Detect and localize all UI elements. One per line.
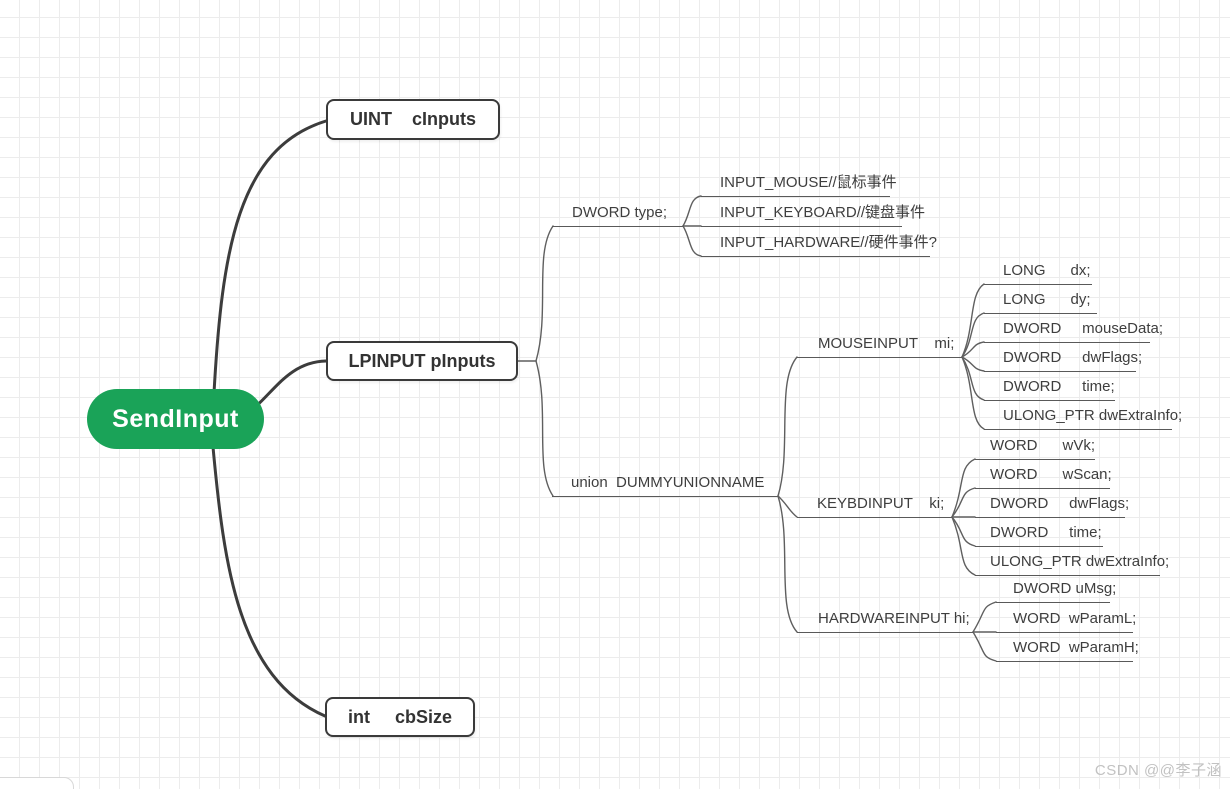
node-field-mi-dwextrainfo[interactable]: ULONG_PTR dwExtraInfo;: [984, 405, 1182, 430]
branch-union-mi: [777, 356, 798, 497]
branch-union-hi: [777, 495, 798, 633]
node-pinputs[interactable]: LPINPUT pInputs: [326, 341, 518, 381]
node-keybdinput[interactable]: KEYBDINPUT ki;: [797, 493, 952, 518]
node-input-hardware[interactable]: INPUT_HARDWARE//硬件事件?: [701, 232, 937, 257]
node-type[interactable]: DWORD type;: [552, 202, 683, 227]
node-input-mouse[interactable]: INPUT_MOUSE//鼠标事件: [701, 172, 897, 197]
node-field-mi-dwflags[interactable]: DWORD dwFlags;: [984, 347, 1142, 372]
node-field-ki-time[interactable]: DWORD time;: [975, 522, 1103, 547]
node-input-keyboard[interactable]: INPUT_KEYBOARD//键盘事件: [701, 202, 925, 227]
root-node-sendinput[interactable]: SendInput: [87, 389, 264, 449]
node-union[interactable]: union DUMMYUNIONNAME: [552, 472, 778, 497]
node-field-ki-wvk[interactable]: WORD wVk;: [975, 435, 1095, 460]
branch-type-mouse: [682, 195, 702, 227]
node-mouseinput[interactable]: MOUSEINPUT mi;: [797, 333, 962, 358]
minimized-panel-corner[interactable]: [0, 777, 74, 789]
node-field-ki-dwextrainfo[interactable]: ULONG_PTR dwExtraInfo;: [975, 551, 1169, 576]
branch-pinputs-type: [535, 225, 554, 362]
node-field-mi-dy[interactable]: LONG dy;: [984, 289, 1097, 314]
branch-union-ki: [777, 495, 798, 518]
node-field-ki-wscan[interactable]: WORD wScan;: [975, 464, 1112, 489]
branch-root-cinputs: [212, 119, 328, 395]
node-hardwareinput[interactable]: HARDWAREINPUT hi;: [797, 608, 973, 633]
node-field-ki-dwflags[interactable]: DWORD dwFlags;: [975, 493, 1129, 518]
node-cbsize[interactable]: int cbSize: [325, 697, 475, 737]
watermark: CSDN @@李子涵: [1094, 762, 1222, 779]
node-field-hi-wparaml[interactable]: WORD wParamL;: [996, 608, 1136, 633]
branch-pinputs-union: [535, 360, 554, 497]
node-field-hi-umsg[interactable]: DWORD uMsg;: [996, 578, 1116, 603]
node-field-mi-time[interactable]: DWORD time;: [984, 376, 1115, 401]
branch-root-cbsize: [211, 445, 327, 718]
node-field-mi-dx[interactable]: LONG dx;: [984, 260, 1092, 285]
node-field-mi-mousedata[interactable]: DWORD mouseData;: [984, 318, 1163, 343]
branch-type-hardware: [682, 225, 702, 257]
node-field-hi-wparamh[interactable]: WORD wParamH;: [996, 637, 1139, 662]
node-cinputs[interactable]: UINT cInputs: [326, 99, 500, 140]
